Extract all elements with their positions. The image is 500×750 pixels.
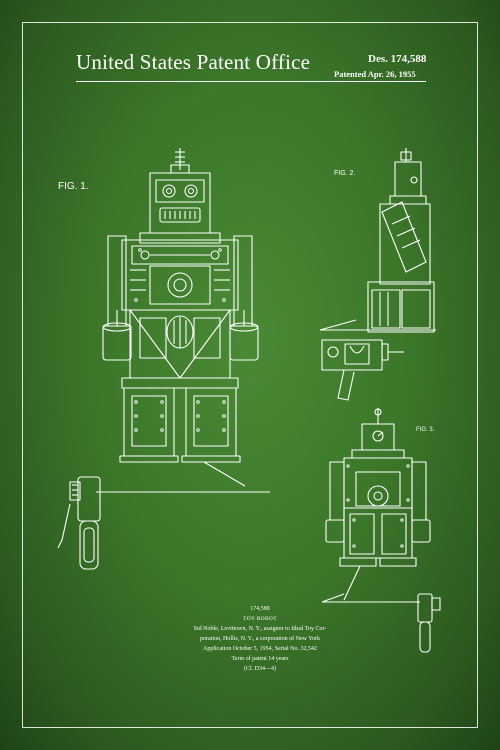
sheet-border [22,22,478,728]
fig3-label: FIG. 3. [416,427,435,433]
patent-number: Des. 174,588 [368,53,427,65]
caption-inventor-line1: Sid Noble, Levittown, N. Y., assignor to… [193,626,327,632]
caption-inventor-line2: poration, Hollis, N. Y., a corporation o… [200,636,320,642]
caption-application: Application October 5, 1954, Serial No. … [203,646,317,652]
caption-number: 174,588 [250,606,270,612]
robot-front-view [57,148,270,570]
header-rule [76,81,426,82]
patent-date: Patented Apr. 26, 1955 [334,69,416,79]
caption-title: TOY ROBOT [243,616,277,622]
office-title: United States Patent Office [76,50,311,74]
fig1-label: FIG. 1. [58,181,89,192]
caption-class: (Cl. D34—4) [244,666,276,672]
robot-side-view [319,148,436,401]
patent-caption: 174,588 TOY ROBOT Sid Noble, Levittown, … [160,604,360,674]
fig2-label: FIG. 2. [334,170,356,177]
robot-back-view [321,408,441,653]
caption-term: Term of patent 14 years [231,656,289,662]
